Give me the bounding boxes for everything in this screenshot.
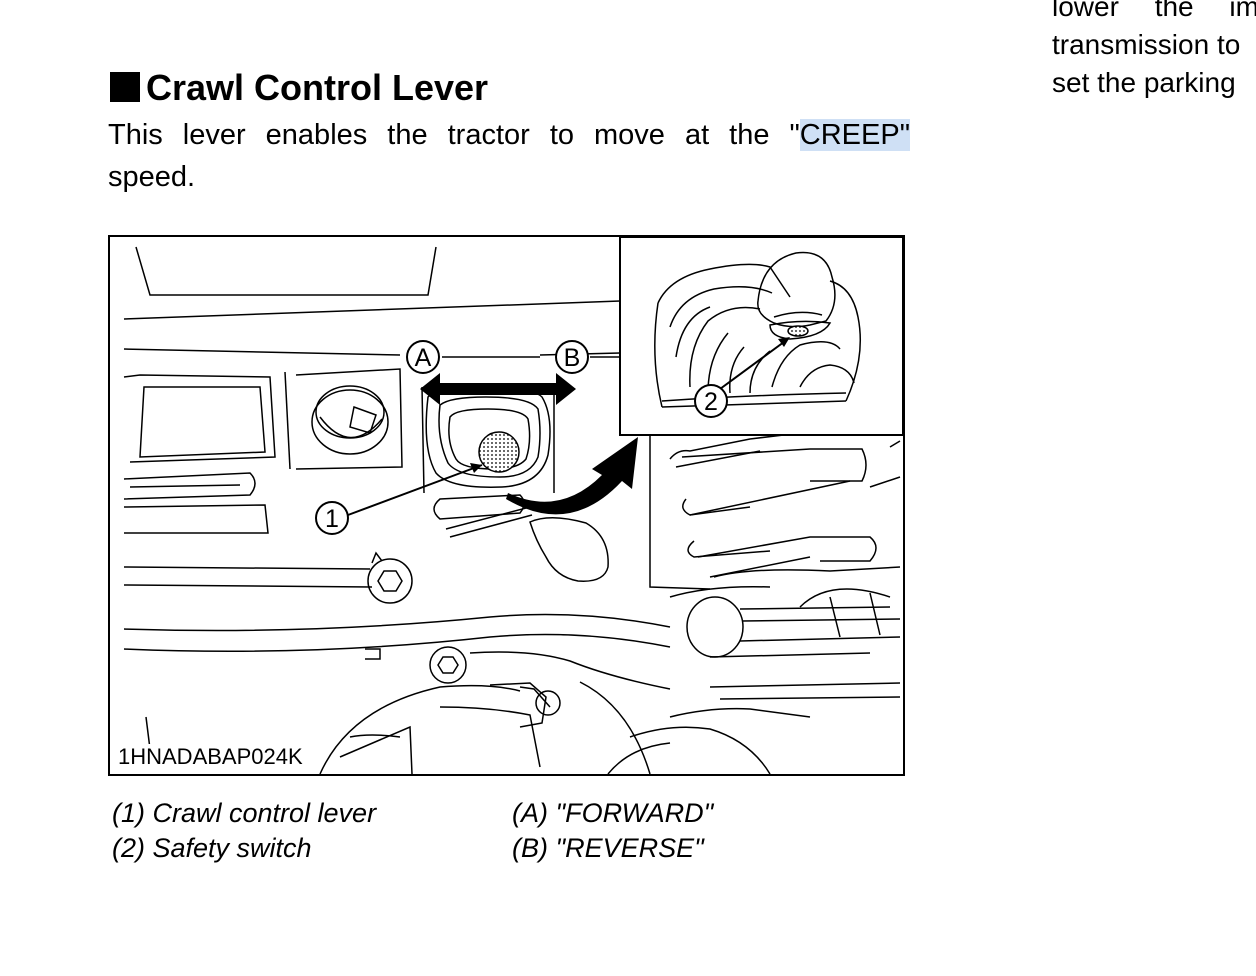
paragraph-text: This lever enables the tractor to move a… xyxy=(108,119,800,151)
callout-1-label: 1 xyxy=(325,505,339,533)
right-column-line-2: transmission to xyxy=(1052,29,1241,60)
callout-2-label: 2 xyxy=(704,388,718,416)
caption-item-2: (2) Safety switch xyxy=(112,833,312,863)
section-heading: Crawl Control Lever xyxy=(110,66,488,110)
callout-b-label: B xyxy=(564,344,581,372)
section-paragraph: This lever enables the tractor to move a… xyxy=(108,114,910,198)
right-column-line-1: lower the im xyxy=(1052,0,1256,22)
section-heading-text: Crawl Control Lever xyxy=(146,67,489,108)
caption-item-a: (A) "FORWARD" xyxy=(512,798,714,828)
paragraph-line-1: This lever enables the tractor to move a… xyxy=(108,114,910,156)
caption-column-1: (1) Crawl control lever (2) Safety switc… xyxy=(112,796,376,866)
callout-a-label: A xyxy=(415,344,432,372)
right-column-line-3: set the parking xyxy=(1052,67,1236,98)
illustration-drawing: A B 1 2 xyxy=(123,237,903,774)
paragraph-line-2: speed. xyxy=(108,161,196,193)
figure-code: 1HNADABAP024K xyxy=(118,744,307,770)
caption-column-2: (A) "FORWARD" (B) "REVERSE" xyxy=(512,796,713,866)
caption-item-1: (1) Crawl control lever xyxy=(112,798,377,828)
heading-square-icon xyxy=(110,72,140,102)
caption-item-b: (B) "REVERSE" xyxy=(512,833,704,863)
highlighted-creep-text[interactable]: CREEP" xyxy=(799,119,910,151)
crawl-lever-illustration: A B 1 2 1HNADABAP024K xyxy=(108,235,905,776)
right-column-text: lower the im transmission to set the par… xyxy=(1052,0,1256,102)
